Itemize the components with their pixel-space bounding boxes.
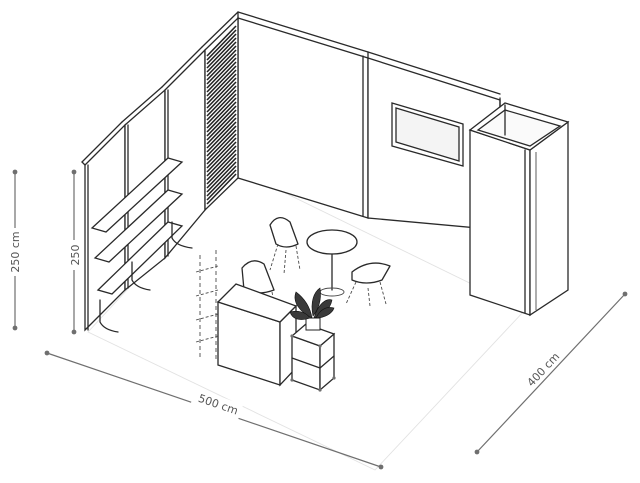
slat-line bbox=[206, 45, 237, 77]
cube-shelf bbox=[290, 323, 336, 392]
storage-cabin bbox=[468, 97, 570, 317]
slat-line bbox=[206, 145, 237, 177]
slat-line bbox=[206, 93, 237, 125]
slat-line bbox=[206, 141, 237, 173]
height-label-inner: 250 bbox=[69, 245, 82, 266]
slatwall-panel bbox=[204, 16, 239, 212]
slat-line bbox=[206, 173, 237, 205]
slat-line bbox=[206, 109, 237, 141]
slat-line bbox=[206, 53, 237, 85]
slat-line bbox=[206, 81, 237, 113]
width-label: 500 cm bbox=[197, 392, 240, 418]
slat-line bbox=[206, 25, 237, 57]
slat-line bbox=[206, 89, 237, 121]
chair-back-left bbox=[269, 217, 301, 275]
slat-line bbox=[206, 129, 237, 161]
back-wall bbox=[237, 11, 501, 231]
wall-shelves bbox=[90, 157, 193, 333]
slat-line bbox=[206, 37, 237, 69]
slat-line bbox=[206, 125, 237, 157]
slat-line bbox=[206, 49, 237, 81]
slat-line bbox=[206, 149, 237, 181]
slat-line bbox=[206, 61, 237, 93]
slat-line bbox=[206, 101, 237, 133]
slat-line bbox=[206, 29, 237, 61]
slat-line bbox=[206, 69, 237, 101]
slat-line bbox=[206, 161, 237, 193]
slat-line bbox=[206, 137, 237, 169]
slat-line bbox=[206, 105, 237, 137]
slat-line bbox=[206, 77, 237, 109]
slat-line bbox=[206, 153, 237, 185]
height-label-outer: 250 cm bbox=[9, 231, 22, 272]
slat-line bbox=[206, 133, 237, 165]
bistro-table bbox=[306, 229, 358, 297]
slat-line bbox=[206, 73, 237, 105]
brochure-rack bbox=[195, 250, 219, 362]
potted-plant bbox=[289, 287, 335, 331]
slat-line bbox=[206, 169, 237, 201]
slat-line bbox=[206, 41, 237, 73]
slat-line bbox=[206, 97, 237, 129]
slat-line bbox=[206, 117, 237, 149]
depth-dimension bbox=[474, 291, 628, 455]
reception-counter bbox=[216, 283, 298, 387]
slat-line bbox=[206, 57, 237, 89]
slat-line bbox=[206, 33, 237, 65]
slat-line bbox=[206, 85, 237, 117]
slat-line bbox=[206, 113, 237, 145]
tv-screen bbox=[391, 102, 464, 167]
chair-right bbox=[345, 262, 391, 307]
slat-line bbox=[206, 157, 237, 189]
slat-line bbox=[206, 165, 237, 197]
slat-line bbox=[206, 121, 237, 153]
slat-line bbox=[206, 65, 237, 97]
